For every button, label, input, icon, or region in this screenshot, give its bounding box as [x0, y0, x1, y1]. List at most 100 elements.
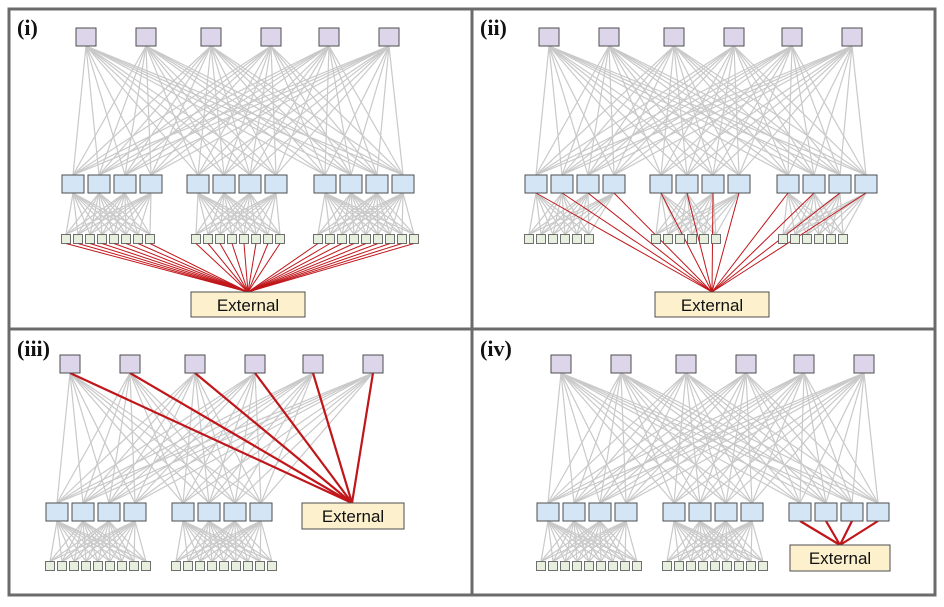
core-to-aggregation-link	[725, 372, 865, 504]
aggregation-to-host-link	[660, 192, 693, 235]
host-node	[61, 234, 71, 244]
aggregation-switch-node	[840, 502, 864, 522]
host-node	[548, 234, 558, 244]
core-to-aggregation-link	[210, 45, 352, 176]
aggregation-to-host-link	[666, 520, 753, 563]
aggregation-switch-node	[113, 174, 137, 194]
host-node	[105, 561, 115, 571]
aggregation-to-host-link	[673, 520, 740, 563]
aggregation-to-host-link	[259, 520, 262, 562]
panel-iii-label: (iii)	[17, 336, 50, 361]
core-to-aggregation-link	[673, 372, 805, 504]
host-node	[548, 561, 558, 571]
external-link	[137, 243, 249, 293]
core-to-aggregation-link	[124, 45, 212, 176]
core-switch-node	[119, 354, 141, 374]
core-to-aggregation-link	[124, 45, 330, 176]
aggregation-to-host-link	[108, 520, 147, 562]
external-link	[254, 372, 353, 504]
aggregation-switch-node	[171, 502, 195, 522]
aggregation-switch-node	[87, 174, 111, 194]
core-to-aggregation-link	[608, 45, 841, 176]
aggregation-switch-node	[649, 174, 673, 194]
aggregation-to-host-link	[599, 520, 602, 562]
core-to-aggregation-link	[685, 372, 801, 504]
core-switch-node	[675, 354, 697, 374]
core-to-aggregation-link	[599, 372, 747, 504]
aggregation-to-host-link	[673, 520, 752, 563]
aggregation-to-host-link	[794, 192, 867, 236]
aggregation-to-host-link	[223, 192, 269, 235]
aggregation-to-host-link	[243, 192, 277, 235]
aggregation-to-host-link	[673, 520, 728, 562]
panel-i-external-box	[190, 291, 306, 318]
aggregation-switch-node	[223, 502, 247, 522]
aggregation-to-host-link	[82, 520, 87, 562]
core-to-aggregation-link	[561, 45, 793, 176]
aggregation-to-host-link	[666, 520, 727, 562]
core-to-aggregation-link	[85, 45, 152, 176]
core-to-aggregation-link	[197, 45, 272, 176]
aggregation-to-host-link	[725, 520, 752, 562]
panel-i: External (i)	[7, 7, 474, 331]
core-to-aggregation-link	[182, 372, 196, 504]
external-link	[101, 243, 249, 293]
core-to-aggregation-link	[738, 45, 793, 176]
core-to-aggregation-link	[751, 372, 805, 504]
aggregation-to-host-link	[673, 520, 716, 562]
core-to-aggregation-link	[182, 372, 314, 504]
panel-ii-external-label: External	[681, 296, 743, 315]
core-to-aggregation-link	[548, 45, 815, 176]
aggregation-to-host-link	[678, 520, 727, 562]
aggregation-switch-node	[675, 174, 699, 194]
core-to-aggregation-link	[234, 372, 256, 504]
core-to-aggregation-link	[686, 45, 853, 176]
host-node	[251, 234, 261, 244]
core-to-aggregation-link	[150, 45, 272, 176]
aggregation-to-host-link	[56, 520, 99, 562]
external-link	[194, 372, 353, 504]
core-to-aggregation-link	[72, 45, 390, 176]
aggregation-switch-node	[186, 174, 210, 194]
core-to-aggregation-link	[388, 45, 404, 176]
aggregation-to-host-link	[691, 192, 740, 235]
aggregation-to-host-link	[197, 192, 245, 235]
core-to-aggregation-link	[98, 45, 272, 176]
core-to-aggregation-link	[197, 45, 212, 176]
host-node	[183, 561, 193, 571]
external-link	[125, 243, 249, 293]
aggregation-switch-node	[97, 502, 121, 522]
aggregation-to-host-link	[108, 520, 111, 562]
aggregation-to-host-link	[275, 192, 281, 235]
aggregation-to-host-link	[82, 520, 111, 562]
external-link	[247, 243, 343, 293]
aggregation-to-host-link	[702, 520, 753, 562]
host-node	[608, 561, 618, 571]
aggregation-to-host-link	[211, 520, 262, 562]
host-node	[698, 561, 708, 571]
core-to-aggregation-link	[613, 45, 793, 176]
aggregation-to-host-link	[113, 192, 152, 235]
aggregation-to-host-link	[738, 520, 753, 562]
aggregation-to-host-link	[547, 520, 602, 562]
host-node	[141, 561, 151, 571]
host-node	[536, 561, 546, 571]
core-to-aggregation-link	[69, 372, 110, 504]
core-to-aggregation-link	[685, 372, 827, 504]
host-node	[133, 234, 143, 244]
host-node	[572, 234, 582, 244]
host-node	[710, 561, 720, 571]
aggregation-to-host-link	[267, 192, 277, 235]
aggregation-to-host-link	[655, 192, 714, 235]
aggregation-to-host-link	[782, 192, 789, 235]
core-to-aggregation-link	[535, 45, 853, 176]
aggregation-to-host-link	[699, 520, 740, 562]
aggregation-to-host-link	[208, 520, 273, 563]
host-node	[121, 234, 131, 244]
aggregation-switch-node	[339, 174, 363, 194]
aggregation-switch-node	[562, 502, 586, 522]
core-to-aggregation-link	[803, 372, 827, 504]
core-to-aggregation-link	[799, 372, 805, 504]
aggregation-to-host-link	[324, 192, 367, 235]
external-link	[247, 243, 319, 293]
